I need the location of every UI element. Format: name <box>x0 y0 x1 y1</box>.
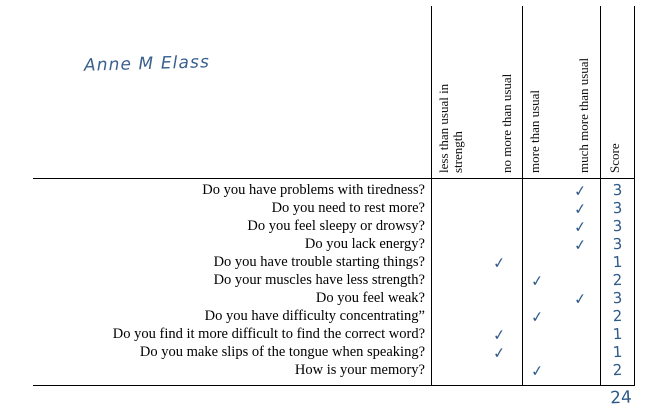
checkmark-icon[interactable]: ✓ <box>573 181 588 201</box>
checkmark-icon[interactable]: ✓ <box>530 361 545 381</box>
question-list: Do you have problems with tiredness? Do y… <box>0 181 425 379</box>
checkmark-icon[interactable]: ✓ <box>530 307 545 327</box>
row-score: 3 <box>612 198 623 218</box>
total-score: 24 <box>609 387 633 409</box>
column-rule-2 <box>522 6 523 386</box>
column-header-more-than-usual: more than usual <box>527 89 542 173</box>
column-rule-4 <box>634 6 635 386</box>
question-row: Do you make slips of the tongue when spe… <box>139 344 425 360</box>
checkmark-icon[interactable]: ✓ <box>573 289 588 309</box>
column-rule-1 <box>431 6 432 386</box>
header-rule <box>33 178 634 179</box>
checkmark-icon[interactable]: ✓ <box>492 325 507 345</box>
footer-rule <box>33 385 634 386</box>
question-row: Do your muscles have less strength? <box>213 272 425 288</box>
question-row: Do you lack energy? <box>304 236 425 252</box>
question-row: Do you feel weak? <box>315 290 425 306</box>
checkmark-icon[interactable]: ✓ <box>573 217 588 237</box>
question-row: Do you find it more difficult to find th… <box>112 326 425 342</box>
row-score: 2 <box>612 360 623 380</box>
row-score: 2 <box>612 306 623 326</box>
patient-name-signature: Anne M Elass <box>83 52 211 76</box>
column-header-less-than-usual: less than usual in strength <box>436 83 465 173</box>
checkmark-icon[interactable]: ✓ <box>573 199 588 219</box>
row-score: 1 <box>612 252 623 272</box>
question-row: How is your memory? <box>294 362 425 378</box>
checkmark-icon[interactable]: ✓ <box>492 253 507 273</box>
column-header-much-more-than-usual: much more than usual <box>576 57 591 173</box>
row-score: 2 <box>612 270 623 290</box>
question-row: Do you feel sleepy or drowsy? <box>247 218 425 234</box>
row-score: 3 <box>612 216 623 236</box>
row-score: 3 <box>612 180 623 200</box>
row-score: 3 <box>612 288 623 308</box>
row-score: 3 <box>612 234 623 254</box>
column-header-no-more-than-usual: no more than usual <box>499 73 514 173</box>
column-rule-3 <box>600 6 601 386</box>
row-score: 1 <box>612 324 623 344</box>
row-score: 1 <box>612 342 623 362</box>
column-header-score: Score <box>607 143 622 173</box>
checkmark-icon[interactable]: ✓ <box>492 343 507 363</box>
question-row: Do you have difficulty concentrating” <box>204 308 425 324</box>
checkmark-icon[interactable]: ✓ <box>530 271 545 291</box>
question-row: Do you need to rest more? <box>271 200 425 216</box>
question-row: Do you have trouble starting things? <box>213 254 425 270</box>
checkmark-icon[interactable]: ✓ <box>573 235 588 255</box>
question-row: Do you have problems with tiredness? <box>202 182 425 198</box>
